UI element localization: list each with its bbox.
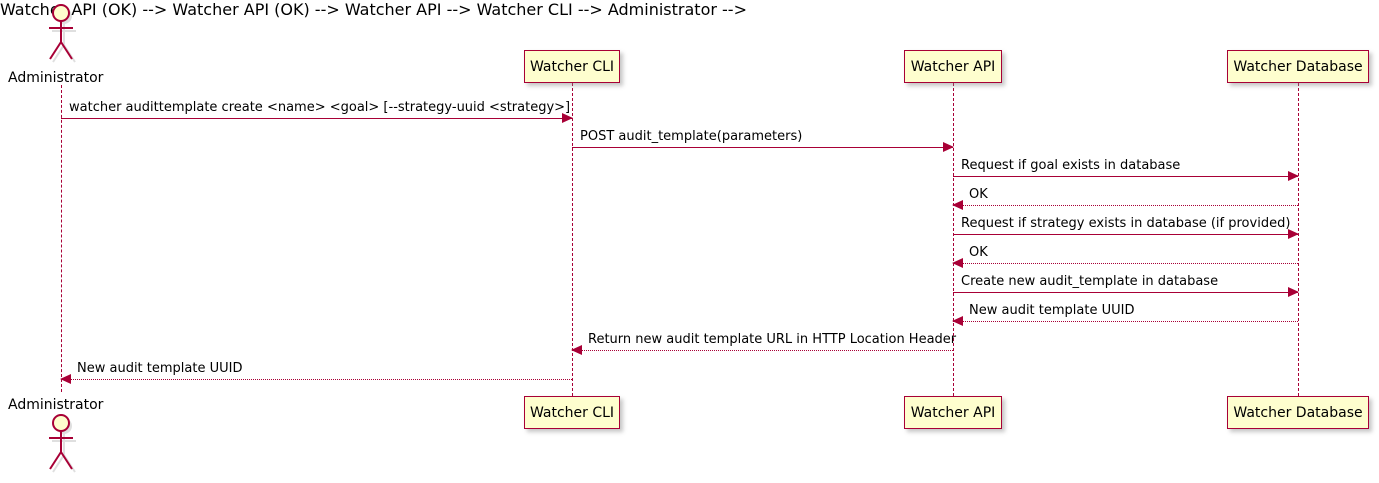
arrowhead-right-icon (1288, 171, 1299, 181)
message-label: Return new audit template URL in HTTP Lo… (588, 332, 957, 347)
participant-box-watcher-api-top[interactable]: Watcher API (904, 50, 1002, 83)
message-label: New audit template UUID (77, 361, 243, 376)
participant-label-watcher-database-bottom: Watcher Database (1233, 404, 1363, 421)
arrowhead-right-icon (1288, 229, 1299, 239)
arrowhead-left-icon (952, 316, 963, 326)
participant-box-watcher-database-bottom[interactable]: Watcher Database (1227, 396, 1369, 429)
arrowhead-left-icon (952, 258, 963, 268)
message-line (572, 350, 953, 351)
arrowhead-right-icon (562, 113, 573, 123)
arrowhead-left-icon (952, 200, 963, 210)
message-label: Request if strategy exists in database (… (961, 216, 1291, 231)
lifeline-watcher-cli (572, 83, 573, 396)
arrowhead-left-icon (60, 374, 71, 384)
message-label: Create new audit_template in database (961, 274, 1219, 289)
message-label: New audit template UUID (969, 303, 1135, 318)
message-line (572, 147, 953, 148)
message-label: POST audit_template(parameters) (580, 129, 803, 144)
participant-box-watcher-api-bottom[interactable]: Watcher API (904, 396, 1002, 429)
message-line (61, 379, 572, 380)
participant-box-watcher-cli-top[interactable]: Watcher CLI (524, 50, 620, 83)
participant-label-watcher-database-top: Watcher Database (1233, 58, 1363, 75)
message-line (953, 321, 1298, 322)
participant-box-watcher-database-top[interactable]: Watcher Database (1227, 50, 1369, 83)
lifeline-watcher-database (1298, 83, 1299, 396)
participant-label-watcher-cli-top: Watcher CLI (529, 58, 615, 75)
message-line (61, 118, 572, 119)
lifeline-administrator (61, 85, 62, 392)
actor-administrator-top (49, 4, 76, 63)
actor-label-administrator-bottom: Administrator (8, 397, 104, 413)
message-line (953, 205, 1298, 206)
actor-administrator-bottom (49, 414, 76, 473)
message-label: watcher audittemplate create <name> <goa… (69, 100, 571, 115)
arrowhead-left-icon (571, 345, 582, 355)
participant-label-watcher-api-top: Watcher API (910, 58, 996, 75)
message-line (953, 176, 1298, 177)
message-line (953, 292, 1298, 293)
lifeline-watcher-api (953, 83, 954, 396)
message-line (953, 234, 1298, 235)
participant-label-watcher-api-bottom: Watcher API (910, 404, 996, 421)
message-label: OK (969, 187, 988, 202)
arrowhead-right-icon (1288, 287, 1299, 297)
participant-label-watcher-cli-bottom: Watcher CLI (529, 404, 615, 421)
message-label: OK (969, 245, 988, 260)
message-line (953, 263, 1298, 264)
arrowhead-right-icon (943, 142, 954, 152)
actor-label-administrator-top: Administrator (8, 70, 104, 86)
participant-box-watcher-cli-bottom[interactable]: Watcher CLI (524, 396, 620, 429)
message-label: Request if goal exists in database (961, 158, 1181, 173)
